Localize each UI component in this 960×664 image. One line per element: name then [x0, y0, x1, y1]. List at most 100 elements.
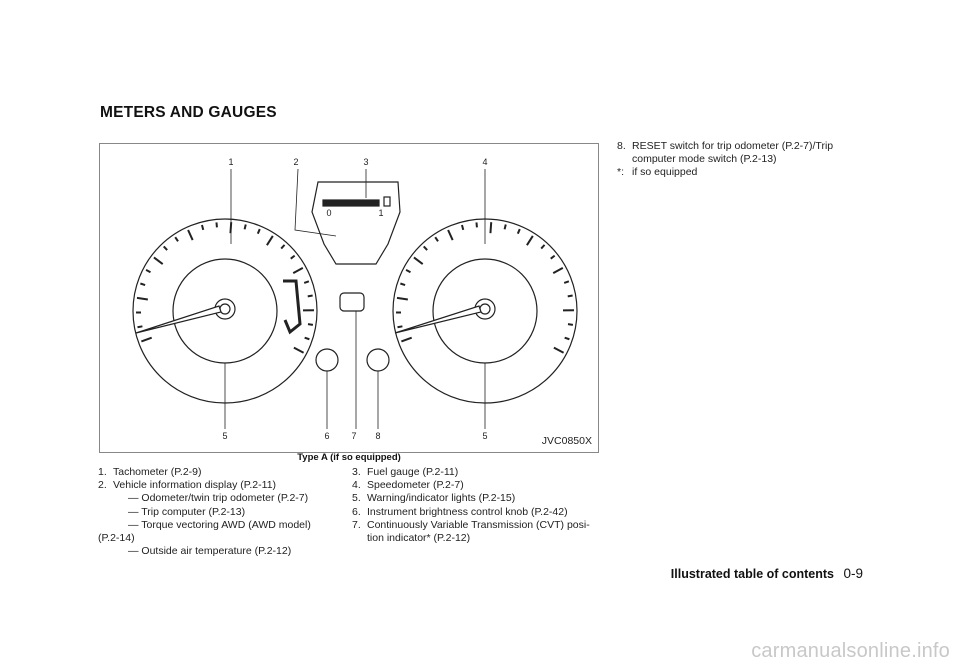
speedometer-inner-ring [432, 258, 538, 364]
item-text: Continuously Variable Transmission (CVT)… [367, 518, 590, 545]
item-number: 6. [352, 505, 361, 518]
gauge-tick [174, 236, 179, 242]
gauge-tick [397, 325, 403, 329]
gauge-tick [396, 296, 409, 301]
gauge-tick [567, 294, 573, 298]
item-text: Vehicle information display (P.2-11) [113, 479, 277, 492]
gauge-tick [256, 228, 261, 235]
legend-item: 7. Continuously Variable Transmission (C… [352, 519, 604, 545]
gauge-tick [187, 229, 194, 241]
sub-item: — Odometer/twin trip odometer (P.2-7) [128, 492, 309, 505]
gauge-tick [163, 245, 168, 251]
cluster-illustration: 1 2 3 4 5 6 7 8 5 0 1 [132, 157, 578, 441]
gauge-tick [550, 254, 556, 260]
legend-item: 1. Tachometer (P.2-9) [98, 466, 353, 479]
callout-4: 4 [482, 157, 487, 167]
gauge-tick [434, 236, 439, 242]
legend-item: 3. Fuel gauge (P.2-11) [352, 466, 604, 479]
item-text: Speedometer (P.2-7) [367, 479, 464, 492]
gauge-tick [563, 280, 570, 284]
reset-switch [366, 348, 390, 372]
item-number: 8. [617, 140, 626, 152]
footer-title: Illustrated table of contents [670, 567, 834, 581]
sub-item: — Torque vectoring AWD (AWD model) [128, 518, 311, 531]
callout-5-left: 5 [222, 431, 227, 441]
callout-7: 7 [351, 431, 356, 441]
figure-code: JVC0850X [541, 435, 592, 447]
gauge-tick [567, 323, 574, 326]
gauge-tick [243, 224, 247, 230]
gauge-tick [540, 244, 546, 250]
gauge-tick [503, 224, 507, 230]
gauge-tick [405, 269, 411, 274]
gauge-tick [200, 224, 205, 231]
sub-item: — Outside air temperature (P.2-12) [128, 545, 292, 558]
legend-item: *: if so equipped [617, 166, 867, 179]
gauge-tick [293, 346, 305, 354]
gauge-tick [136, 296, 149, 301]
gauge-tick [413, 256, 424, 265]
item-text: Tachometer (P.2-9) [113, 466, 202, 478]
gauge-tick [303, 280, 310, 284]
item-text: if so equipped [632, 166, 698, 179]
brightness-knob [315, 348, 339, 372]
gauge-tick [307, 294, 313, 298]
gauge-tick [290, 254, 296, 260]
center-display-housing [311, 181, 401, 265]
gauge-tick [145, 269, 151, 274]
gauge-tick [489, 222, 493, 234]
gauge-tick [292, 266, 304, 275]
sub-item: (P.2-14) [98, 532, 135, 545]
tachometer-inner-ring [172, 258, 278, 364]
legend-item: 8. RESET switch for trip odometer (P.2-7… [617, 140, 867, 166]
legend-column-3: 8. RESET switch for trip odometer (P.2-7… [617, 140, 867, 180]
gauge-tick [553, 346, 565, 354]
item-number: *: [617, 166, 625, 179]
legend-item: 6. Instrument brightness control knob (P… [352, 506, 604, 519]
sub-item: — Trip computer (P.2-13) [128, 505, 246, 518]
callout-2: 2 [293, 157, 298, 167]
figure-caption: Type A (if so equipped) [297, 452, 401, 463]
gauge-tick [564, 336, 570, 341]
callout-3: 3 [363, 157, 368, 167]
callout-5-right: 5 [482, 431, 487, 441]
item-number: 3. [352, 466, 361, 478]
legend-item: 5. Warning/indicator lights (P.2-15) [352, 492, 604, 505]
instrument-cluster-figure: 1 2 3 4 5 6 7 8 5 0 1 JVC0850X [99, 143, 599, 453]
callout-8: 8 [375, 431, 380, 441]
item-number: 5. [352, 492, 361, 505]
item-number: 4. [352, 479, 361, 492]
gauge-tick [140, 282, 146, 286]
legend-column-1: 1. Tachometer (P.2-9) 2. Vehicle informa… [98, 466, 353, 558]
callout-1: 1 [228, 157, 233, 167]
legend-column-2: 3. Fuel gauge (P.2-11) 4. Speedometer (P… [352, 466, 604, 545]
legend-item: 4. Speedometer (P.2-7) [352, 479, 604, 492]
page-number: 0-9 [843, 566, 863, 581]
gauge-tick [460, 224, 465, 231]
item-number: 2. [98, 479, 107, 492]
fuel-gauge-bar [322, 199, 380, 207]
gauge-tick [141, 336, 153, 343]
item-number: 7. [352, 518, 361, 531]
gauge-tick [137, 325, 143, 329]
item-text: Fuel gauge (P.2-11) [367, 466, 459, 478]
gauge-tick [400, 282, 406, 286]
gauge-tick [307, 323, 314, 326]
item-number: 1. [98, 466, 107, 478]
gauge-tick [280, 244, 286, 250]
tachometer-needle [135, 305, 222, 334]
legend-item: 2. Vehicle information display (P.2-11) [98, 479, 353, 492]
section-title: METERS AND GAUGES [100, 104, 277, 121]
page-footer: Illustrated table of contents 0-9 [671, 566, 863, 581]
gauge-tick [266, 235, 274, 246]
cvt-indicator-window [339, 292, 365, 312]
gauge-tick [304, 336, 310, 341]
gauge-tick [552, 266, 564, 275]
item-text: Instrument brightness control knob (P.2-… [367, 505, 568, 518]
fuel-scale-empty: 0 [326, 208, 331, 218]
watermark: carmanualsonline.info [751, 640, 950, 662]
gauge-tick [401, 336, 413, 343]
speedometer-needle [394, 305, 482, 334]
leader-2 [294, 168, 337, 237]
fuel-scale-full: 1 [378, 208, 383, 218]
